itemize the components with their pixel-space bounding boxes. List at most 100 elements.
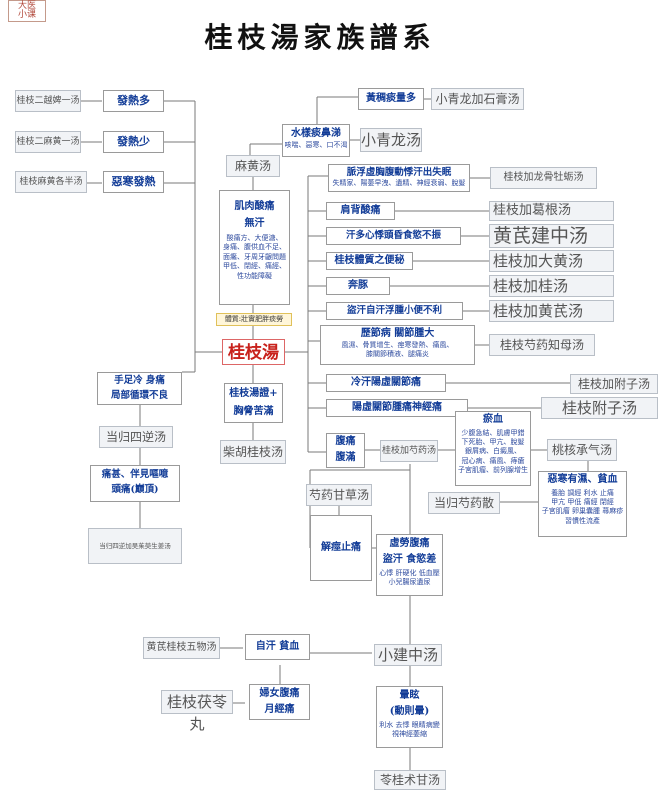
ref-taohe-chengqi: 桃核承气汤: [547, 439, 617, 461]
ref-gegen: 桂枝加葛根汤: [489, 201, 614, 221]
pinxue-line: 養胎 調經 利水 止痛: [551, 488, 614, 497]
node-jianbei-suantong: 肩背酸痛: [326, 202, 395, 220]
ref-huangqi: 桂枝加黄芪汤: [489, 300, 614, 322]
chaihu-line2: 胸脅苦滿: [233, 405, 274, 417]
ref-jiagui: 桂枝加桂汤: [489, 275, 614, 297]
ref-jia-fuzi: 桂枝加附子汤: [570, 374, 658, 394]
xuanyun-line: 視神經萎縮: [392, 730, 427, 739]
node-lijie-bing: 歷節病 關節腫大 風濕、骨質增生、痙寒發熱、痛風、 膝關節積液、腿痛炎: [320, 325, 475, 365]
node-shouzu-leng: 手足冷 身痛 局部循環不良: [97, 372, 182, 405]
ref-linggui-zhugan: 苓桂术甘汤: [374, 770, 446, 790]
zhimu-sub2: 膝關節積液、腿痛炎: [366, 349, 429, 358]
muscle-line: 面癱、牙周牙齦問題: [223, 252, 286, 261]
zhimu-sub: 風濕、骨質增生、痙寒發熱、痛風、: [341, 340, 454, 349]
ref-shaoyao-gancao: 芍药甘草汤: [306, 484, 372, 506]
yuxue-line: 少腹急結、肌膚甲錯: [461, 428, 525, 437]
node-funv-futong: 婦女腹痛 月經痛: [249, 684, 310, 720]
node-fare-shao: 發熱少: [103, 131, 164, 153]
node-zihan-pinxue: 自汗 貧血: [245, 634, 310, 660]
ref-jia-shaoyao: 桂枝加芍药汤: [380, 440, 438, 462]
longgu-title: 脈浮虛胸腹動悸汗出失眠: [346, 167, 452, 178]
ref-danggui-shaoyao-san: 当归芍药散: [428, 492, 500, 514]
node-xulao-futong: 虛勞腹痛 盜汗 食慾差 心悸 肝硬化 低血壓 小兒腸尿遺尿: [376, 534, 443, 596]
shuihan-title: 水樣痰鼻涕: [291, 128, 341, 139]
ref-chaihu-guizhi: 柴胡桂枝汤: [220, 440, 286, 464]
muscle-title: 肌肉酸痛: [234, 201, 275, 212]
futong: 腹痛: [335, 436, 356, 447]
node-handuo-xinji: 汗多心悸頭昏食慾不振: [326, 227, 461, 245]
node-fare-duo: 發熱多: [103, 90, 164, 112]
yuxue-line: 銀屑病、白癜風、: [465, 447, 521, 456]
yuxue-line: 下死胎、甲亢、脫髮: [461, 437, 525, 446]
funv-line2: 月經痛: [264, 703, 295, 715]
toutong-line2: 頭痛(巔頂): [111, 483, 159, 495]
ref-xiaoqinglong-shigao: 小青龙加石膏汤: [431, 88, 524, 110]
ref-dahuang: 桂枝加大黄汤: [489, 250, 614, 272]
node-wuhan-pinxue: 惡寒有濕、貧血 養胎 調經 利水 止痛 甲亢 甲低 痛經 閉經 子宮肌瘤 卵巢囊…: [538, 471, 627, 537]
ref-shaoyao-zhimu: 桂枝芍药知母汤: [489, 334, 595, 356]
node-bianmi: 桂枝體質之便秘: [326, 252, 413, 270]
chaihu-line1: 桂枝湯證+: [229, 388, 278, 399]
pinxue-line: 甲亢 甲低 痛經 閉經: [551, 497, 614, 506]
node-chaihu-zheng: 桂枝湯證+ 胸脅苦滿: [224, 383, 283, 423]
node-bentun: 奔豚: [326, 277, 390, 295]
node-maifu-xinji: 脈浮虛胸腹動悸汗出失眠 失精家、陽萎早洩、遺精、神經衰弱、脫髮: [328, 164, 470, 192]
ref-guizhi-fuling: 桂枝茯苓丸: [161, 690, 233, 733]
ref-huangqi-guizhi-wuwu: 黄芪桂枝五物汤: [143, 637, 220, 659]
ref-xiaojianzhong: 小建中汤: [374, 644, 442, 666]
ref-guizhi-mahuang-geban: 桂枝麻黄各半汤: [15, 171, 87, 193]
ref-mahuang-tang: 麻黄汤: [226, 155, 280, 177]
constitution-note: 體質:壯實肥胖痰勞: [216, 313, 292, 326]
xuanyun-sub: (動則暈): [389, 705, 430, 717]
node-futong-fuman: 腹痛 腹滿: [326, 433, 365, 468]
page-title: 桂枝湯家族譜系: [204, 21, 436, 54]
shuihan-sub: 咳喘、惡寒、口不渴: [284, 140, 348, 149]
yuxue-line: 冠心病、痛風、痔瘡: [461, 456, 525, 465]
fuman: 腹滿: [335, 451, 356, 463]
muscle-line: 酸痛方、大便溏、: [226, 234, 283, 242]
ref-longgu-muli: 桂枝加龙骨牡蛎汤: [490, 167, 597, 189]
node-lenghan-yangxu: 冷汗陽虛關節痛: [326, 374, 446, 392]
shouzu-line1: 手足冷 身痛: [114, 375, 165, 386]
yuxue-line: 子宮肌瘤、前列腺增生: [458, 466, 528, 475]
ref-huangqi-jianzhong: 黄芪建中汤: [489, 224, 614, 248]
logo-line2: 小课: [17, 10, 36, 21]
node-huangchou-tan: 黃稠痰量多: [358, 88, 424, 110]
logo: 大医 小课: [8, 0, 46, 22]
node-yangxu-zhongtong: 陽虛關節腫痛神經痛: [326, 399, 468, 417]
ref-xiaoqinglong-tang: 小青龙汤: [360, 128, 422, 152]
node-tong-shen: 痛甚、伴見嘔噫 頭痛(巔頂): [90, 465, 180, 502]
funv-line1: 婦女腹痛: [259, 688, 300, 699]
pinxue-title: 惡寒有濕、貧血: [547, 474, 618, 485]
muscle-line: 甲低、閉經、痛經、: [223, 262, 286, 271]
ref-guizhi-er-mahuang-yi: 桂枝二麻黄一汤: [15, 131, 81, 153]
xuanyun-line: 利水 去悸 眼睛病變: [379, 721, 440, 729]
muscle-sub: 無汗: [244, 217, 265, 229]
node-shuiyang-tan: 水樣痰鼻涕 咳喘、惡寒、口不渴: [282, 124, 350, 157]
zhimu-title: 歷節病 關節腫大: [360, 328, 435, 339]
yuxue-title: 瘀血: [483, 414, 503, 425]
node-xuanyun: 暈眩 (動則暈) 利水 去悸 眼睛病變 視神經萎縮: [376, 686, 443, 748]
shouzu-line2: 局部循環不良: [110, 389, 168, 401]
xulao-line: 心悸 肝硬化 低血壓: [379, 569, 440, 577]
longgu-sub: 失精家、陽萎早洩、遺精、神經衰弱、脫髮: [332, 178, 466, 187]
xulao-sub: 盜汗 食慾差: [382, 553, 437, 565]
node-muscle-pain: 肌肉酸痛 無汗 酸痛方、大便溏、 身痛、腹供血不足、 面癱、牙周牙齦問題 甲低、…: [219, 190, 290, 305]
ref-fuzi-tang: 桂枝附子汤: [541, 397, 658, 419]
muscle-line: 身痛、腹供血不足、: [223, 243, 286, 252]
node-wuhan-fare: 惡寒發熱: [103, 171, 164, 193]
ref-danggui-sini-wuzhuyu: 当归四逆加吴茱萸生姜汤: [88, 528, 182, 564]
xuanyun-title: 暈眩: [399, 690, 420, 701]
pinxue-line: 子宮肌瘤 卵巢囊腫 蕁麻疹: [541, 507, 624, 516]
logo-line1: 大医: [17, 1, 36, 11]
node-yuxue: 瘀血 少腹急結、肌膚甲錯 下死胎、甲亢、脫髮 銀屑病、白癜風、 冠心病、痛風、痔…: [455, 411, 531, 486]
toutong-line1: 痛甚、伴見嘔噫: [101, 469, 169, 480]
ref-guizhi-er-yuebi-yi: 桂枝二越婢一汤: [15, 90, 81, 112]
ref-danggui-sini: 当归四逆汤: [99, 426, 173, 448]
node-daohan-fuzhong: 盜汗自汗浮腫小便不利: [326, 302, 463, 320]
center-node-guizhi-tang: 桂枝湯: [222, 339, 285, 365]
pinxue-line: 習慣性流產: [565, 516, 600, 525]
xulao-title: 虛勞腹痛: [389, 538, 430, 549]
